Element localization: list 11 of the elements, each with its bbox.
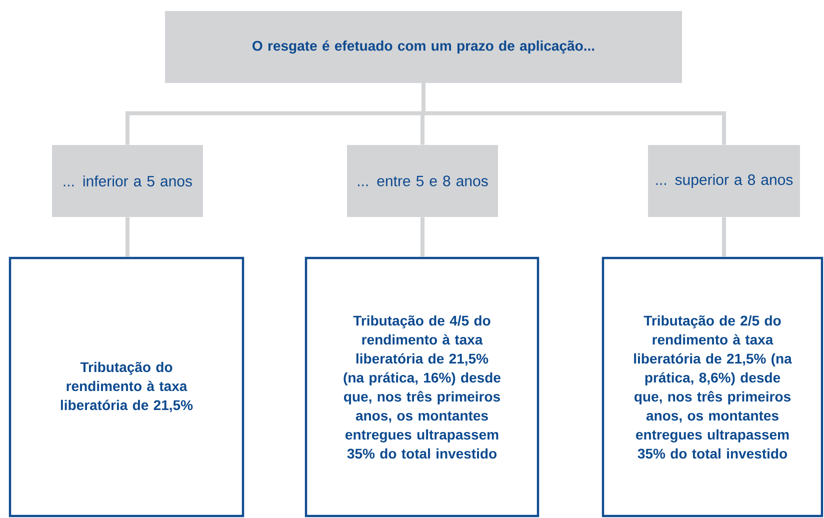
question-box: O resgate é efetuado com um prazo de aplicação... <box>165 11 682 83</box>
connector-line <box>420 217 424 257</box>
result-box: Tributação de 2/5 do rendimento à taxa liberatória de 21,5% (na prática, 8,6%) desde que, nos três primeiros anos, os montantes entregues ultrapassem 35% do total investido <box>602 256 824 518</box>
result-box: Tributação de 4/5 do rendimento à taxa liberatória de 21,5% (na prática, 16%) desde que, nos três primeiros anos, os montantes entregues ultrapassem 35% do total investido <box>304 256 540 518</box>
option-box: ... superior a 8 anos <box>648 145 800 217</box>
option-box: ... inferior a 5 anos <box>52 145 203 217</box>
connector-line <box>722 217 726 257</box>
connector-line <box>422 83 726 145</box>
connector-line <box>126 217 130 257</box>
option-box: ... entre 5 e 8 anos <box>347 145 498 217</box>
result-box: Tributação do rendimento à taxa liberatória de 21,5% <box>8 256 244 518</box>
